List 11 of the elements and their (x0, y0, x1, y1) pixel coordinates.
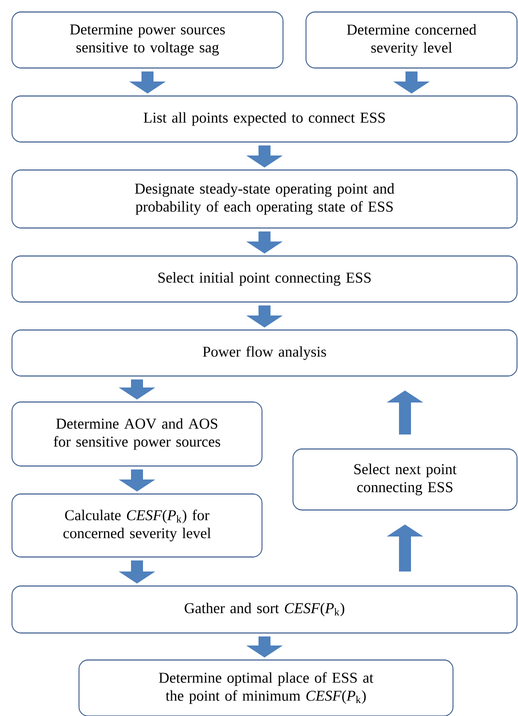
process-box: Power flow analysis (12, 330, 518, 376)
process-box: Determine concerned severity level (306, 12, 518, 68)
process-box: Designate steady-state operating point and probability of each operating state of ESS (12, 170, 518, 228)
process-box: Determine optimal place of ESS at the point of minimum CESF(P$_{k}$) (78, 660, 454, 716)
process-box: Determine AOV and AOS for sensitive power sources (12, 402, 262, 466)
process-box: Select next point connecting ESS (292, 448, 518, 510)
process-box: List all points expected to connect ESS (12, 96, 518, 142)
process-box: Calculate CESF(P$_{k}$) for concerned severity level (12, 494, 262, 558)
process-box: Gather and sort CESF(P$_{k}$) (12, 586, 518, 634)
process-box: Determine power sources sensitive to voltage sag (12, 12, 284, 68)
process-box: Select initial point connecting ESS (12, 256, 518, 302)
